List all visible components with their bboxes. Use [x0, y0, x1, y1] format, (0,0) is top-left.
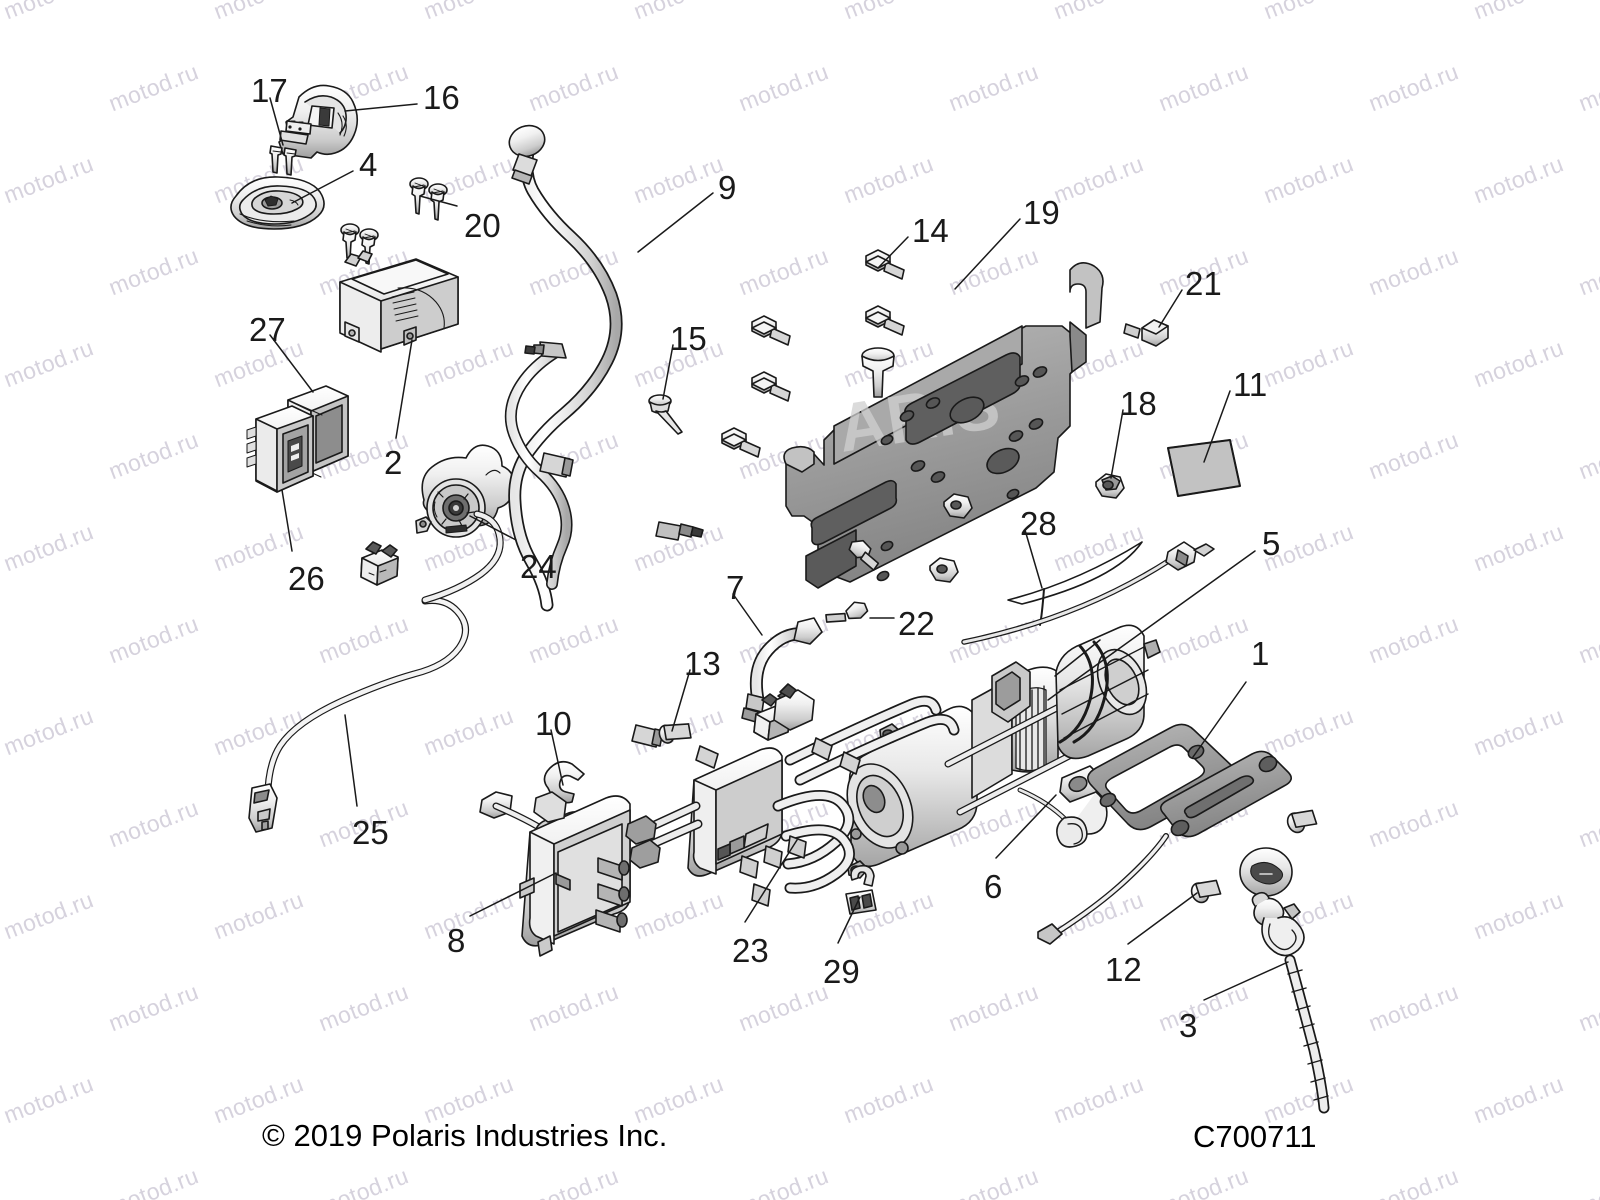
part-8-valve-block: [479, 791, 631, 957]
harness-connector-misc: [717, 823, 769, 861]
part-14-flange-bolts: [721, 249, 905, 458]
part-20-screws: [409, 177, 448, 221]
callout-23: 23: [732, 932, 769, 969]
part-26-rocker-switch: [246, 405, 314, 493]
part-16-switch-bracket: [278, 84, 359, 159]
callout-3: 3: [1179, 1007, 1198, 1044]
callout-10: 10: [535, 705, 572, 742]
part-25-wiring-harness: [248, 510, 504, 833]
part-4-remote-control: [230, 176, 325, 230]
callout-1: 1: [1251, 635, 1270, 672]
callout-8: 8: [447, 922, 466, 959]
callout-11: 11: [1233, 366, 1268, 403]
callout-4: 4: [359, 146, 378, 183]
part-23-upper-connector: [773, 683, 815, 731]
part-20-screws-lower: [340, 223, 379, 265]
part-22-small-screw: [825, 601, 869, 623]
callout-21: 21: [1185, 265, 1222, 302]
part-3-cable-hook: [1037, 833, 1330, 1114]
callout-2: 2: [384, 444, 403, 481]
part-9-hose-assembly: [504, 124, 704, 748]
callout-6: 6: [984, 868, 1003, 905]
callout-24: 24: [520, 548, 557, 585]
callout-22: 22: [898, 605, 935, 642]
part-7-elbow-hose: [741, 617, 823, 723]
callout-5: 5: [1262, 525, 1281, 562]
callout-14: 14: [912, 212, 949, 249]
part-28-ground-cable: [961, 541, 1215, 645]
callout-12: 12: [1105, 951, 1142, 988]
callout-18: 18: [1120, 385, 1157, 422]
callout-16: 16: [423, 79, 460, 116]
callout-15: 15: [670, 320, 707, 357]
callout-29: 29: [823, 953, 860, 990]
part-13-retaining-screw: [658, 723, 692, 744]
part-18-flange-nut-2: [929, 493, 973, 583]
callout-25: 25: [352, 814, 389, 851]
winch-gear-housing: [1055, 624, 1161, 760]
part-19-mounting-plate: ARIS: [783, 262, 1104, 589]
callout-19: 19: [1023, 194, 1060, 231]
callout-13: 13: [684, 645, 721, 682]
callout-27: 27: [249, 311, 286, 348]
part-10-hose-clamp: [543, 760, 585, 804]
part-15-push-rivet: [648, 394, 683, 435]
callout-20: 20: [464, 207, 501, 244]
callout-7: 7: [726, 569, 745, 606]
part-11-decal: [1167, 439, 1241, 497]
part-2-control-module: [339, 250, 459, 353]
part-12-fairlead-and-bolts: [1160, 750, 1318, 904]
callout-17: 17: [251, 72, 288, 109]
part-18-flange-nut: [1095, 473, 1125, 499]
part-29-retainer-clip: [845, 864, 877, 915]
callout-26: 26: [288, 560, 325, 597]
callout-leader-lines: [269, 97, 1289, 1001]
callout-9: 9: [718, 169, 737, 206]
callout-28: 28: [1020, 505, 1057, 542]
part-17-screws: [269, 145, 297, 176]
winch-drum: [944, 661, 1112, 816]
